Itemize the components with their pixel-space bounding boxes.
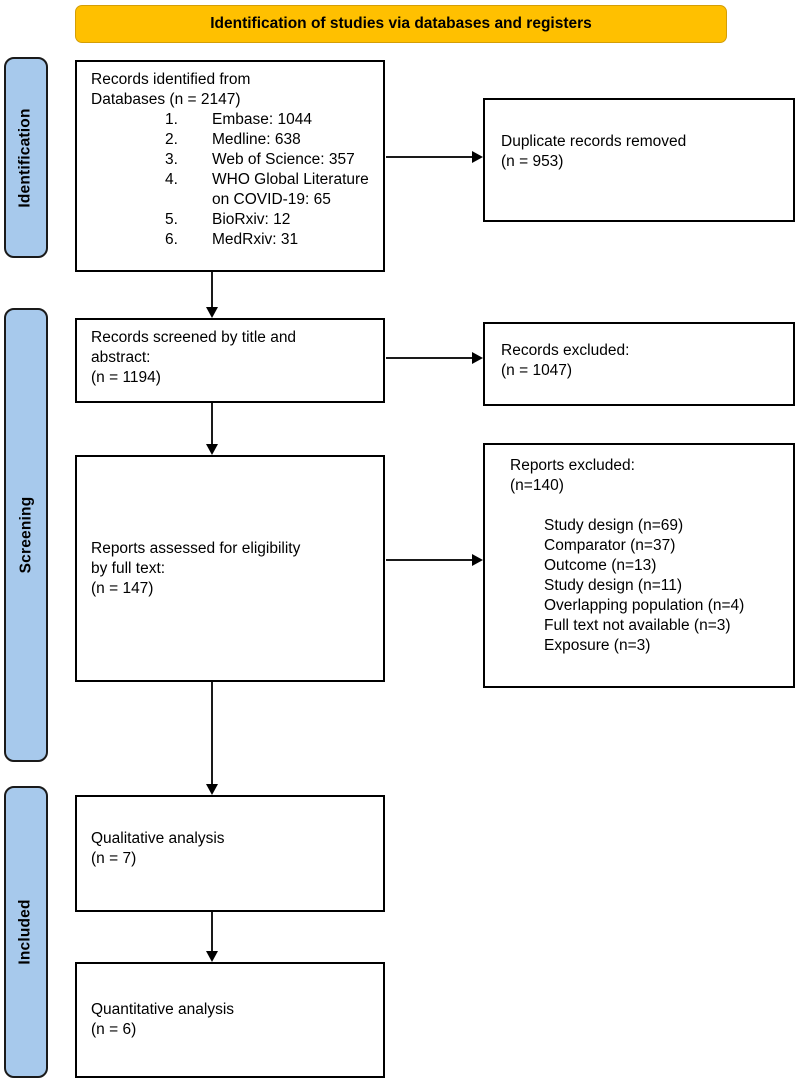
list-item-text: Web of Science: 357 <box>212 151 355 168</box>
arrow-line <box>386 357 472 359</box>
stage-label-included-text: Included <box>17 899 35 965</box>
duplicates-removed-count: (n = 953) <box>501 153 564 170</box>
qualitative-analysis-line1: Qualitative analysis <box>91 830 225 847</box>
reports-assessed-line2: by full text: <box>91 559 166 577</box>
arrow-screened-to-excluded <box>386 352 483 364</box>
arrow-assessed-to-reports-excluded <box>386 554 483 566</box>
list-item-number: 3. <box>165 151 178 168</box>
records-identified-line2: Databases (n = 2147) <box>91 91 241 108</box>
stage-label-included: Included <box>4 786 48 1078</box>
list-item-text: MedRxiv: 31 <box>212 231 299 248</box>
reports-assessed-line1: Reports assessed for eligibility <box>91 539 301 557</box>
diagram-title-banner: Identification of studies via databases … <box>75 5 727 43</box>
arrow-line <box>211 272 213 307</box>
list-item: 1. Embase: 1044 <box>165 110 369 130</box>
duplicates-removed-line1: Duplicate records removed <box>501 133 687 150</box>
box-records-excluded: Records excluded: (n = 1047) <box>483 322 795 406</box>
list-item-number: 5. <box>165 211 178 228</box>
stage-label-screening: Screening <box>4 308 48 762</box>
list-item-text: WHO Global Literature on COVID-19: 65 <box>212 171 369 208</box>
box-quantitative-analysis: Quantitative analysis (n = 6) <box>75 962 385 1078</box>
reports-excluded-line1: Reports excluded: <box>510 457 635 474</box>
list-item-text: Medline: 638 <box>212 131 301 148</box>
box-reports-excluded: Reports excluded: (n=140) Study design (… <box>483 443 795 688</box>
arrow-line <box>386 156 472 158</box>
records-excluded-count: (n = 1047) <box>501 362 573 379</box>
exclusion-reasons-list: Study design (n=69) Comparator (n=37) Ou… <box>544 516 779 656</box>
records-screened-count: (n = 1194) <box>91 369 161 386</box>
diagram-title: Identification of studies via databases … <box>210 15 592 32</box>
box-qualitative-analysis: Qualitative analysis (n = 7) <box>75 795 385 912</box>
records-screened-line2: abstract: <box>91 349 151 366</box>
list-item-number: 6. <box>165 231 178 248</box>
qualitative-analysis-count: (n = 7) <box>91 850 137 867</box>
records-screened-line1: Records screened by title and <box>91 329 297 346</box>
quantitative-analysis-count: (n = 6) <box>91 1021 137 1038</box>
box-reports-assessed: Reports assessed for eligibility by full… <box>75 455 385 682</box>
box-records-identified: Records identified from Databases (n = 2… <box>75 60 385 272</box>
records-excluded-line1: Records excluded: <box>501 342 630 359</box>
arrow-right-icon <box>472 151 483 163</box>
box-records-screened: Records screened by title and abstract: … <box>75 318 385 403</box>
list-item: 5. BioRxiv: 12 <box>165 210 369 230</box>
arrow-line <box>211 682 213 784</box>
arrow-identified-to-duplicates <box>386 151 483 163</box>
exclusion-reason: Outcome (n=13) <box>544 557 657 574</box>
exclusion-reason: Exposure (n=3) <box>544 637 651 654</box>
database-list: 1. Embase: 1044 2. Medline: 638 3. Web o… <box>91 110 369 250</box>
list-item: 3. Web of Science: 357 <box>165 150 369 170</box>
arrow-down-icon <box>206 951 218 962</box>
box-duplicates-removed: Duplicate records removed (n = 953) <box>483 98 795 222</box>
list-item-number: 1. <box>165 111 178 128</box>
list-item-text: Embase: 1044 <box>212 111 312 128</box>
arrow-screened-to-assessed <box>206 403 218 455</box>
arrow-qualitative-to-quantitative <box>206 912 218 962</box>
arrow-line <box>211 912 213 951</box>
list-item-text: BioRxiv: 12 <box>212 211 291 228</box>
list-item-number: 2. <box>165 131 178 148</box>
arrow-down-icon <box>206 784 218 795</box>
exclusion-reason: Study design (n=69) <box>544 517 684 534</box>
list-item: 6. MedRxiv: 31 <box>165 230 369 250</box>
list-item: 4. WHO Global Literature on COVID-19: 65 <box>165 170 369 210</box>
stage-label-identification: Identification <box>4 57 48 258</box>
exclusion-reason: Overlapping population (n=4) <box>544 597 745 614</box>
reports-assessed-count: (n = 147) <box>91 579 154 597</box>
arrow-down-icon <box>206 444 218 455</box>
arrow-right-icon <box>472 554 483 566</box>
arrow-down-icon <box>206 307 218 318</box>
exclusion-reason: Study design (n=11) <box>544 577 683 594</box>
arrow-right-icon <box>472 352 483 364</box>
arrow-line <box>211 403 213 444</box>
arrow-identified-to-screened <box>206 272 218 318</box>
quantitative-analysis-line1: Quantitative analysis <box>91 1001 235 1018</box>
stage-label-screening-text: Screening <box>17 496 34 574</box>
records-identified-line1: Records identified from <box>91 71 251 88</box>
list-item: 2. Medline: 638 <box>165 130 369 150</box>
list-item-number: 4. <box>165 171 178 188</box>
reports-excluded-count: (n=140) <box>510 477 564 494</box>
stage-label-identification-text: Identification <box>17 107 34 208</box>
exclusion-reason: Comparator (n=37) <box>544 537 676 554</box>
arrow-line <box>386 559 472 561</box>
arrow-assessed-to-qualitative <box>206 682 218 795</box>
exclusion-reason: Full text not available (n=3) <box>544 617 731 634</box>
